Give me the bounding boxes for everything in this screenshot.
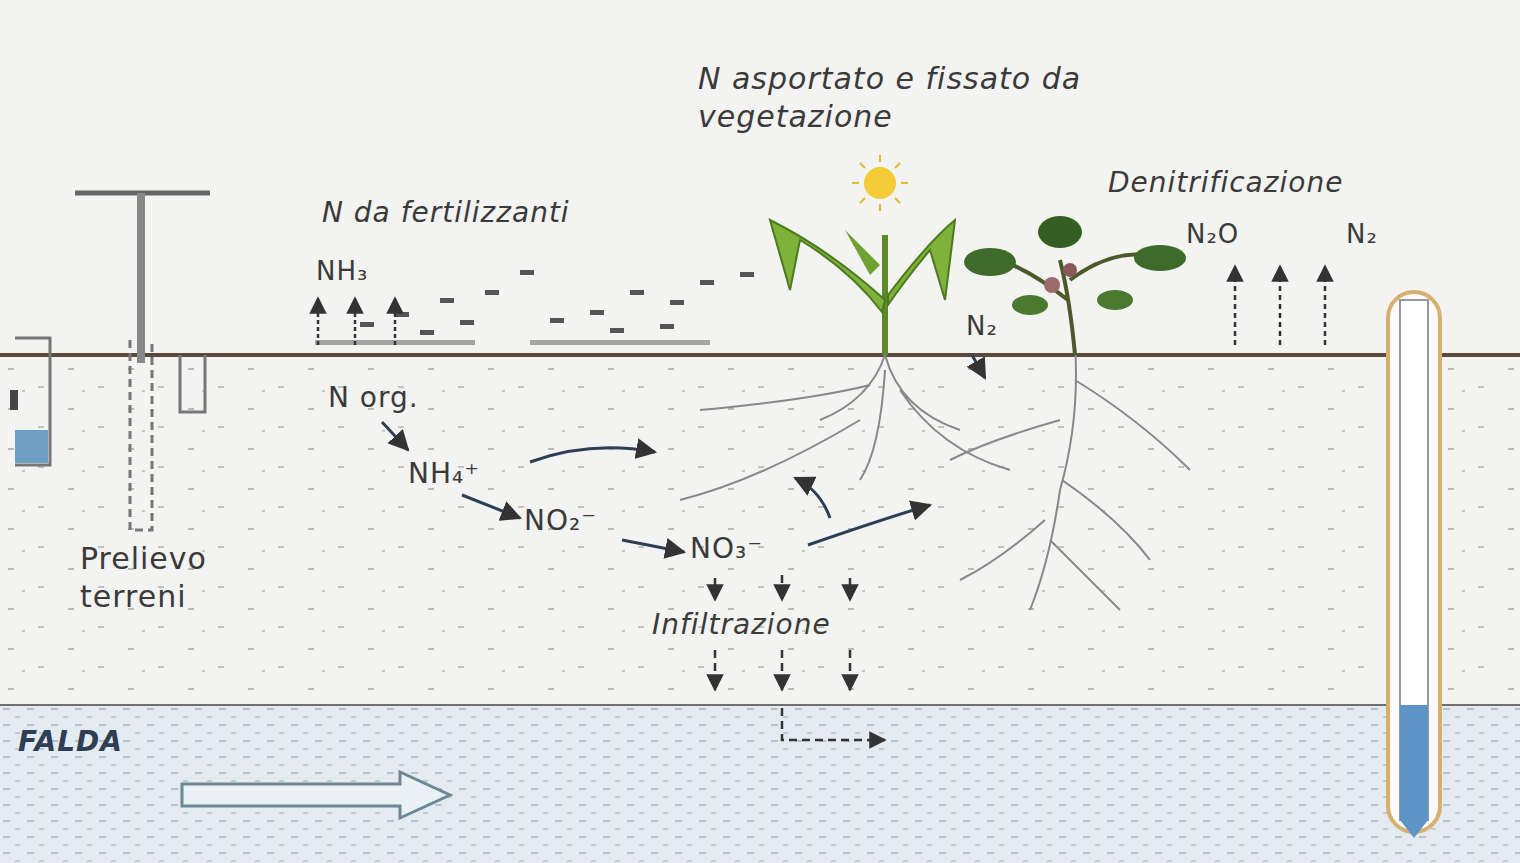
ground-surface (0, 353, 1520, 357)
well (15, 338, 50, 465)
aquifer-texture (0, 705, 1520, 863)
annotation-label: NH₃ (316, 255, 368, 288)
flow-path (782, 708, 885, 740)
flow-arrow (182, 772, 450, 818)
auger-shaft (137, 193, 145, 363)
annotation-label: N asportato e fissato da vegetazione (698, 60, 1258, 135)
annotation-label: N₂ (1346, 218, 1378, 251)
annotation-label: FALDA (18, 724, 123, 759)
legume-plant (964, 216, 1186, 355)
annotation-label: Prelievo terreni (80, 540, 320, 615)
annotation-label: Infiltrazione (652, 607, 831, 642)
annotation-label: Denitrificazione (1108, 165, 1343, 200)
transformation-arrows (382, 355, 985, 552)
soil (0, 355, 1520, 705)
annotation-label: NH₄⁺ (408, 456, 480, 491)
well-mark (10, 390, 18, 410)
denitrification-arrows (1235, 266, 1325, 345)
auger-tube (130, 340, 152, 530)
aquifer (0, 705, 1520, 863)
annotation-label: N₂ (966, 310, 998, 343)
water-table (0, 704, 1520, 706)
annotation-label: NO₂⁻ (524, 503, 597, 538)
well-water (15, 430, 48, 463)
annotation-label: NO₃⁻ (690, 531, 763, 566)
piezometer-water (1400, 705, 1428, 838)
sample-hole (180, 355, 205, 412)
annotation-label: N org. (328, 380, 419, 415)
annotation-label: N₂O (1186, 218, 1239, 251)
annotation-label: N da fertilizzanti (322, 195, 570, 230)
sun (852, 155, 908, 211)
volatilization-arrows (318, 298, 395, 345)
fertilizer (315, 270, 754, 345)
corn-plant (770, 220, 955, 355)
roots (680, 345, 1190, 610)
